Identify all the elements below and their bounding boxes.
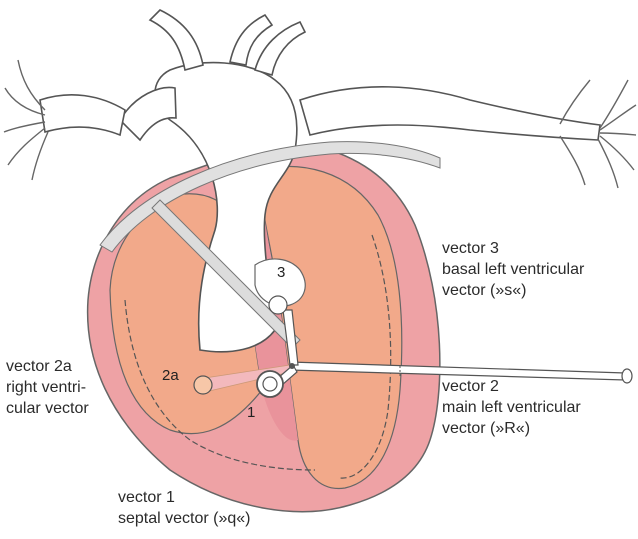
vector-2a-line2: right ventri-	[6, 377, 89, 398]
vector-2-line3: vector (»R«)	[442, 418, 581, 439]
vector-origin	[289, 363, 295, 369]
vector-2a-title: vector 2a	[6, 356, 89, 377]
vector-3-line2: basal left ventricular	[442, 259, 584, 280]
marker-1: 1	[247, 404, 255, 421]
marker-2a: 2a	[162, 367, 179, 384]
marker-3: 3	[277, 264, 285, 281]
vector-1-title: vector 1	[118, 487, 251, 508]
vector-3-label: vector 3 basal left ventricular vector (…	[442, 238, 584, 301]
vector-1-label: vector 1 septal vector (»q«)	[118, 487, 251, 529]
vector-2a-label: vector 2a right ventri- cular vector	[6, 356, 89, 419]
vector-2a-line3: cular vector	[6, 398, 89, 419]
vector-3-title: vector 3	[442, 238, 584, 259]
vector-1-line2: septal vector (»q«)	[118, 508, 251, 529]
vector-2-label: vector 2 main left ventricular vector (»…	[442, 376, 581, 439]
vector-3-line3: vector (»s«)	[442, 280, 584, 301]
left-pulmonary-branches	[4, 60, 48, 180]
vector-2-title: vector 2	[442, 376, 581, 397]
vector-2-line2: main left ventricular	[442, 397, 581, 418]
